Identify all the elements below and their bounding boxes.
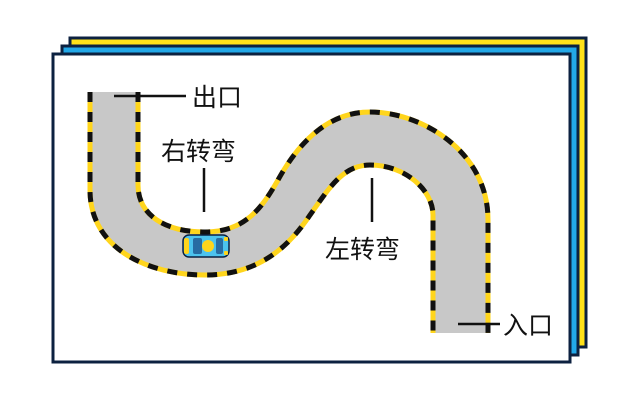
- car-icon: [183, 235, 229, 257]
- entrance-label: 入口: [503, 311, 553, 340]
- exit-label: 出口: [192, 83, 242, 112]
- right-turn-label: 右转弯: [161, 137, 236, 166]
- left-turn-label: 左转弯: [325, 235, 400, 264]
